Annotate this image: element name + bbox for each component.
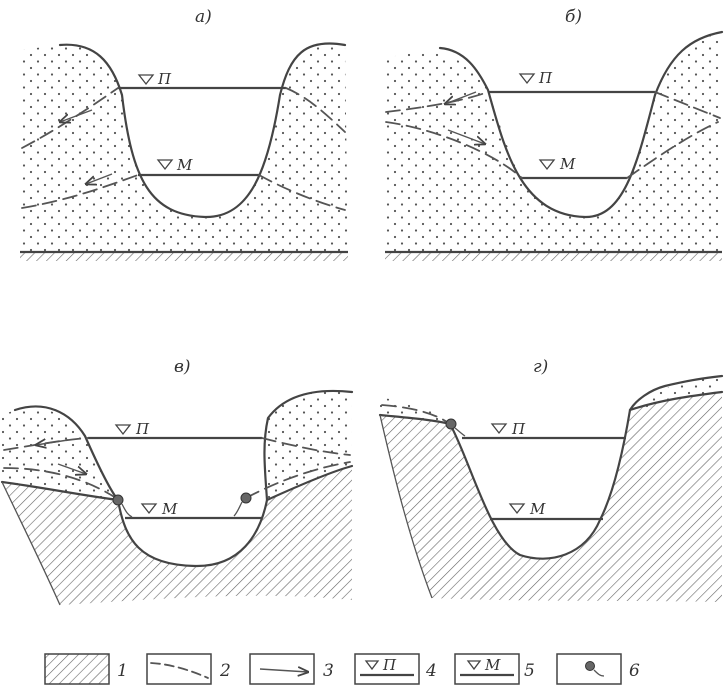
panel-b-level-marker-m — [538, 159, 556, 171]
panel-c-contact-line — [265, 464, 354, 502]
panel-c-spring-icon — [240, 492, 252, 504]
panel-d-level-marker-p — [490, 423, 508, 435]
panel-b-flow-arrow — [445, 91, 477, 104]
panel-c-dashed-line — [3, 467, 117, 499]
panel-d-sand-fill — [380, 398, 450, 424]
panel-c-flow-arrow — [57, 463, 86, 474]
panel-c-spring-tail — [121, 503, 133, 518]
panel-c-spring-icon — [112, 494, 124, 506]
legend-box — [249, 653, 315, 685]
panel-a-bedrock-hatch — [20, 253, 348, 261]
panel-b-label: б) — [565, 7, 582, 27]
legend-level-letter: М — [484, 656, 501, 674]
legend-box — [146, 653, 212, 685]
panel-a-label: а) — [195, 7, 212, 27]
legend-triangle-icon — [364, 660, 380, 671]
panel-c-level-marker-m — [140, 503, 158, 515]
panel-c-level-p-label: П — [135, 420, 150, 438]
panel-c-bedrock-fill — [2, 466, 352, 605]
panel-c-valley-outline — [13, 389, 354, 568]
panel-b-valley-outline — [438, 30, 724, 219]
panel-c-level-m-label: М — [161, 500, 178, 518]
panel-a-dashed-line — [258, 174, 346, 211]
legend-dashed-line — [150, 662, 209, 679]
panel-d-bedrock-edge — [379, 414, 433, 599]
panel-d-label: г) — [533, 357, 548, 377]
panel-a-valley-outline — [58, 42, 347, 219]
legend-number: 1 — [117, 661, 128, 681]
legend-spring-tail — [593, 669, 605, 677]
panel-d-valley-outline — [448, 374, 724, 560]
panel-d-contact-line — [628, 390, 724, 412]
panel-a-level-m-label: М — [176, 156, 193, 174]
legend-item-1: 1 — [44, 653, 128, 685]
panel-c-bedrock-edge — [1, 481, 61, 606]
panel-a-level-marker-m — [156, 159, 174, 171]
panel-b-sand-fill — [385, 32, 722, 252]
legend: 1 2 3 П 4 М 5 6 — [44, 653, 640, 685]
panel-d-bedrock-fill — [380, 392, 722, 602]
legend-triangle-icon — [466, 660, 482, 671]
panel-d-level-p-label: П — [511, 420, 526, 438]
panel-d: П М г) — [378, 357, 724, 602]
panel-b-dashed-line — [385, 121, 523, 179]
panel-d-dashed-line — [381, 404, 451, 425]
panel-c-spring-tail — [233, 501, 243, 517]
panel-a-dashed-line — [21, 174, 139, 209]
legend-item-5: М 5 — [454, 653, 535, 685]
panel-a-flow-arrow — [60, 109, 93, 122]
panel-b-flow-arrow — [447, 129, 485, 144]
legend-number: 3 — [323, 661, 334, 681]
legend-arrow-icon — [259, 669, 308, 672]
panel-b-dashed-line — [654, 91, 721, 119]
panel-a: П М а) — [20, 7, 348, 261]
panel-b-dashed-line — [385, 91, 489, 113]
panel-a-sand-fill — [20, 43, 348, 252]
legend-item-2: 2 — [146, 653, 231, 685]
panel-d-spring-icon — [445, 418, 457, 430]
panel-c-label: в) — [174, 357, 191, 377]
legend-box — [354, 653, 420, 685]
panel-c-dashed-line — [261, 437, 351, 456]
panel-c-sand-fill — [2, 408, 118, 500]
panel-c-flow-arrow — [36, 440, 69, 445]
legend-spring-icon — [585, 661, 595, 671]
panel-b-dashed-line — [626, 121, 719, 179]
legend-number: 5 — [524, 661, 535, 681]
panel-d-spring-tail — [454, 427, 466, 437]
panel-a-dashed-line — [285, 87, 346, 133]
panel-b: П М б) — [385, 7, 724, 261]
panel-b-level-m-label: М — [559, 155, 576, 173]
legend-number: 2 — [219, 661, 231, 681]
panel-a-flow-arrow — [86, 173, 113, 184]
panel-d-level-m-label: М — [529, 500, 546, 518]
legend-hatch-box — [44, 653, 110, 685]
panel-c-dashed-line — [245, 461, 351, 499]
panel-a-level-p-label: П — [157, 70, 172, 88]
panel-c-contact-line — [0, 480, 120, 502]
panel-c: П М в) — [0, 357, 354, 606]
panel-d-contact-line — [378, 413, 452, 426]
panel-b-level-marker-p — [518, 73, 536, 85]
panel-b-bedrock-hatch — [385, 253, 722, 261]
legend-box — [454, 653, 520, 685]
legend-item-4: П 4 — [354, 653, 437, 685]
legend-number: 6 — [629, 661, 640, 681]
panel-c-level-marker-p — [114, 424, 132, 436]
panel-d-level-marker-m — [508, 503, 526, 515]
panel-a-level-marker-p — [137, 74, 155, 86]
legend-number: 4 — [425, 661, 437, 681]
legend-item-6: 6 — [556, 653, 640, 685]
legend-item-3: 3 — [249, 653, 334, 685]
legend-level-letter: П — [382, 656, 397, 674]
panel-b-level-p-label: П — [538, 69, 553, 87]
